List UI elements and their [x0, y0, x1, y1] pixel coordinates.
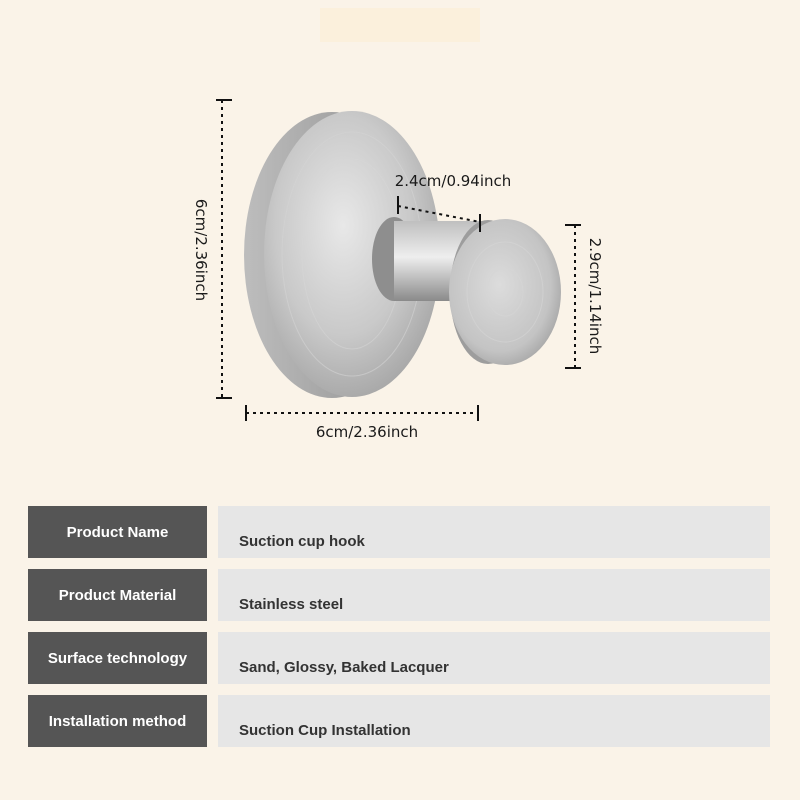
spec-value: Stainless steel: [218, 569, 770, 621]
width-dimension-line: [245, 405, 479, 421]
spec-row-product-material: Product Material Stainless steel: [28, 569, 772, 621]
spec-row-product-name: Product Name Suction cup hook: [28, 506, 772, 558]
hook-length-dimension-label: 2.4cm/0.94inch: [395, 172, 512, 190]
product-photo: 6cm/2.36inch 6cm/2.36inch 2.4cm/0.94inch…: [192, 8, 604, 441]
spec-label: Product Material: [28, 569, 207, 621]
height-dimension-label: 6cm/2.36inch: [192, 199, 210, 301]
spec-label: Surface technology: [28, 632, 207, 684]
spec-row-installation-method: Installation method Suction Cup Installa…: [28, 695, 772, 747]
height-dimension-line: [216, 99, 232, 399]
spec-label: Installation method: [28, 695, 207, 747]
top-highlight: [320, 8, 480, 42]
knob-diameter-dimension-label: 2.9cm/1.14inch: [586, 238, 604, 355]
spec-label: Product Name: [28, 506, 207, 558]
hook-length-dimension-line: [397, 196, 481, 232]
width-dimension-label: 6cm/2.36inch: [316, 423, 418, 441]
spec-value: Suction Cup Installation: [218, 695, 770, 747]
hook-knob: [449, 219, 561, 365]
spec-row-surface-technology: Surface technology Sand, Glossy, Baked L…: [28, 632, 772, 684]
spec-table: Product Name Suction cup hook Product Ma…: [28, 506, 772, 758]
spec-value: Sand, Glossy, Baked Lacquer: [218, 632, 770, 684]
knob-diameter-dimension-line: [565, 224, 581, 369]
spec-value: Suction cup hook: [218, 506, 770, 558]
